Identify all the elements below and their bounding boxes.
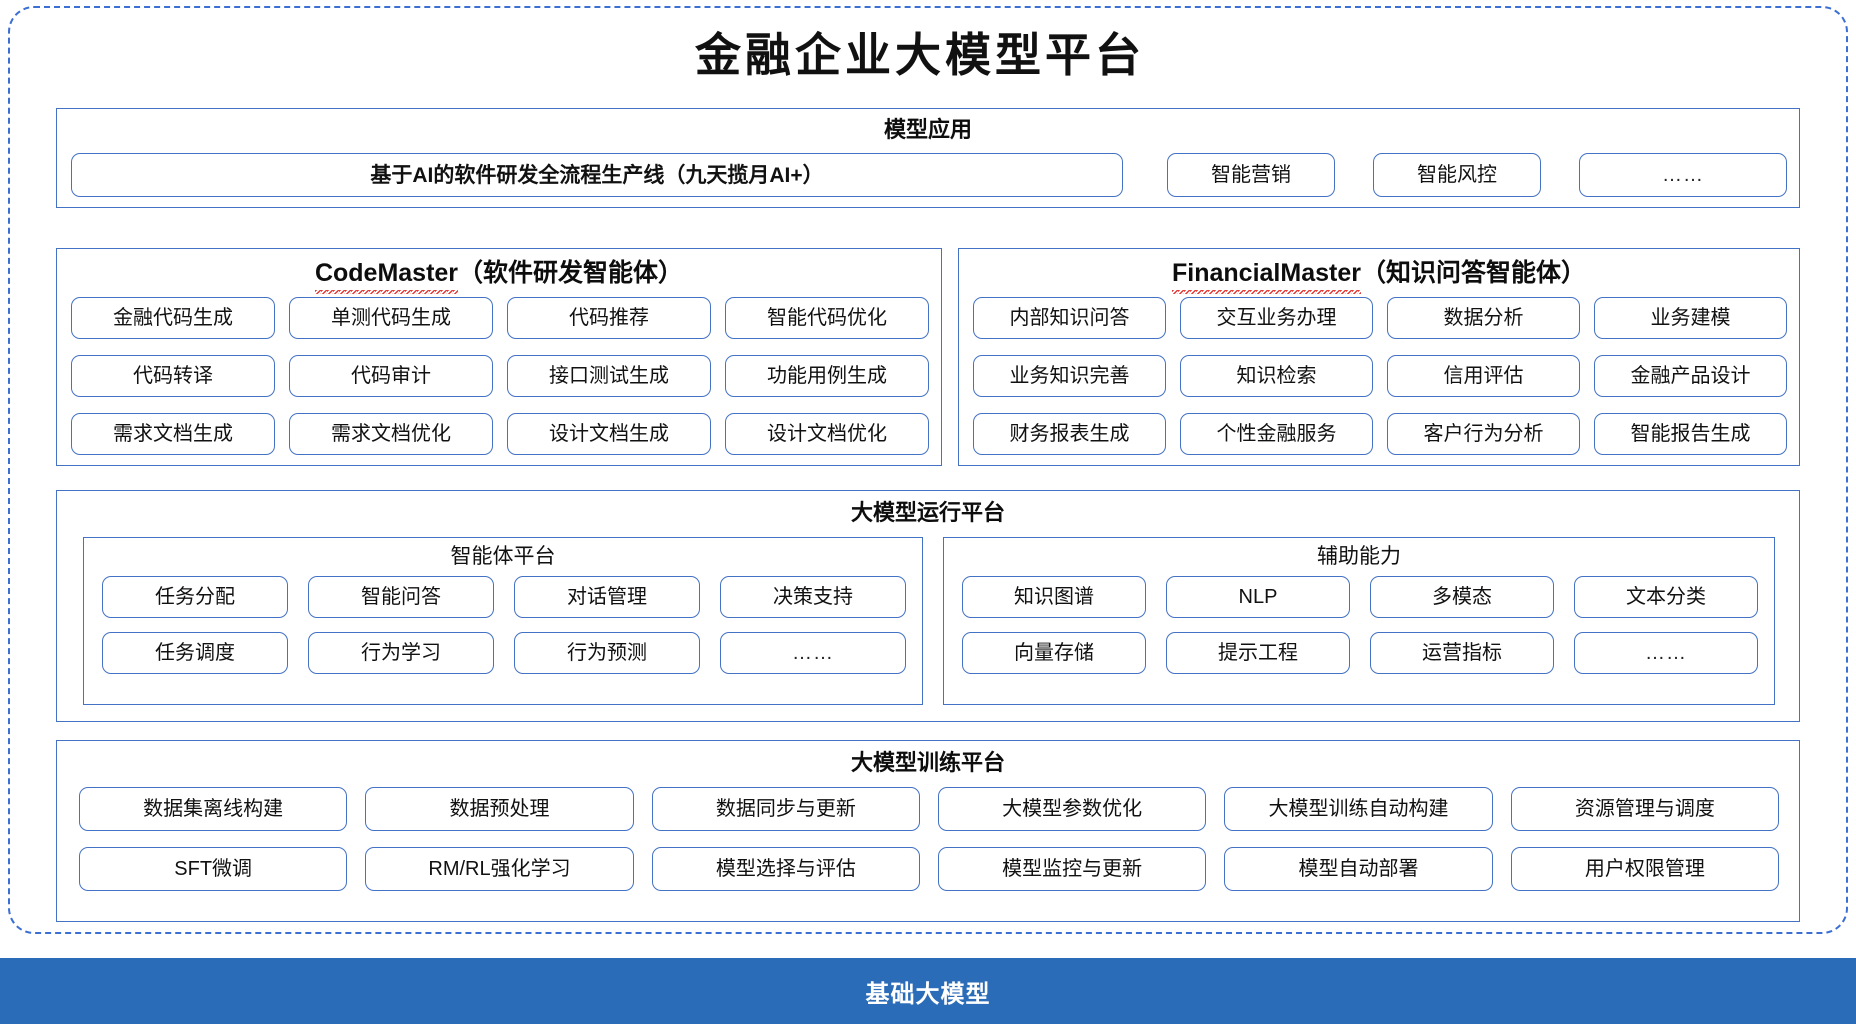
subsection-agent-platform: 智能体平台 任务分配 智能问答 对话管理 决策支持 任务调度 行为学习 行为预测…: [83, 537, 923, 705]
agent-platform-grid: 任务分配 智能问答 对话管理 决策支持 任务调度 行为学习 行为预测 ……: [102, 576, 906, 674]
agent-platform-item[interactable]: 任务调度: [102, 632, 288, 674]
section-title-financial-master: FinancialMaster（知识问答智能体）: [959, 256, 1799, 294]
code-master-item[interactable]: 代码审计: [289, 355, 493, 397]
training-item[interactable]: 用户权限管理: [1510, 847, 1779, 891]
section-code-master: CodeMaster（软件研发智能体） 金融代码生成 单测代码生成 代码推荐 智…: [56, 248, 942, 466]
auxiliary-item[interactable]: 运营指标: [1370, 632, 1554, 674]
section-title-model-applications: 模型应用: [883, 117, 972, 142]
code-master-item[interactable]: 需求文档优化: [289, 413, 493, 455]
agent-platform-item[interactable]: 行为预测: [514, 632, 700, 674]
auxiliary-capabilities-grid: 知识图谱 NLP 多模态 文本分类 向量存储 提示工程 运营指标 ……: [962, 576, 1758, 674]
auxiliary-item[interactable]: NLP: [1166, 576, 1350, 618]
code-master-item[interactable]: 单测代码生成: [289, 297, 493, 339]
financial-master-item[interactable]: 个性金融服务: [1180, 413, 1373, 455]
section-title-code-master: CodeMaster（软件研发智能体）: [57, 256, 941, 294]
training-item[interactable]: 大模型参数优化: [938, 787, 1207, 831]
financial-master-grid: 内部知识问答 交互业务办理 数据分析 业务建模 业务知识完善 知识检索 信用评估…: [973, 297, 1787, 455]
financial-master-item[interactable]: 业务知识完善: [973, 355, 1166, 397]
training-item[interactable]: 模型自动部署: [1224, 847, 1493, 891]
page-title: 金融企业大模型平台: [695, 28, 1145, 82]
code-master-item[interactable]: 功能用例生成: [725, 355, 929, 397]
section-model-applications: 模型应用 基于AI的软件研发全流程生产线（九天揽月AI+） 智能营销 智能风控 …: [56, 108, 1800, 208]
section-title-training-platform: 大模型训练平台: [850, 750, 1005, 775]
training-item[interactable]: 数据预处理: [365, 787, 634, 831]
auxiliary-item-more[interactable]: ……: [1574, 632, 1758, 674]
code-master-item[interactable]: 智能代码优化: [725, 297, 929, 339]
auxiliary-item[interactable]: 知识图谱: [962, 576, 1146, 618]
training-item[interactable]: 数据集离线构建: [79, 787, 348, 831]
training-platform-grid: 数据集离线构建 数据预处理 数据同步与更新 大模型参数优化 大模型训练自动构建 …: [79, 787, 1779, 891]
code-master-item[interactable]: 代码推荐: [507, 297, 711, 339]
subsection-title-auxiliary-capabilities: 辅助能力: [1317, 545, 1401, 568]
financial-master-suffix: （知识问答智能体）: [1360, 259, 1586, 287]
agent-platform-item[interactable]: 对话管理: [514, 576, 700, 618]
agent-platform-item[interactable]: 行为学习: [308, 632, 494, 674]
code-master-item[interactable]: 需求文档生成: [71, 413, 275, 455]
auxiliary-item[interactable]: 多模态: [1370, 576, 1554, 618]
training-item[interactable]: 模型监控与更新: [938, 847, 1207, 891]
section-financial-master: FinancialMaster（知识问答智能体） 内部知识问答 交互业务办理 数…: [958, 248, 1800, 466]
code-master-item[interactable]: 设计文档生成: [507, 413, 711, 455]
financial-master-item[interactable]: 信用评估: [1387, 355, 1580, 397]
section-runtime-platform: 大模型运行平台 智能体平台 任务分配 智能问答 对话管理 决策支持 任务调度 行…: [56, 490, 1800, 722]
financial-master-item[interactable]: 金融产品设计: [1594, 355, 1787, 397]
subsection-auxiliary-capabilities: 辅助能力 知识图谱 NLP 多模态 文本分类 向量存储 提示工程 运营指标 ……: [943, 537, 1775, 705]
financial-master-item[interactable]: 智能报告生成: [1594, 413, 1787, 455]
base-model-bar: 基础大模型: [0, 958, 1856, 1024]
app-pill-more[interactable]: ……: [1579, 153, 1787, 197]
app-pill-ai-pipeline[interactable]: 基于AI的软件研发全流程生产线（九天揽月AI+）: [71, 153, 1123, 197]
subsection-title-agent-platform: 智能体平台: [450, 545, 556, 568]
code-master-item[interactable]: 接口测试生成: [507, 355, 711, 397]
training-item[interactable]: 模型选择与评估: [651, 847, 920, 891]
section-title-runtime-platform: 大模型运行平台: [850, 500, 1005, 525]
financial-master-name: FinancialMaster: [1172, 256, 1361, 294]
financial-master-item[interactable]: 客户行为分析: [1387, 413, 1580, 455]
code-master-item[interactable]: 设计文档优化: [725, 413, 929, 455]
code-master-item[interactable]: 金融代码生成: [71, 297, 275, 339]
code-master-suffix: （软件研发智能体）: [458, 259, 684, 287]
financial-master-item[interactable]: 知识检索: [1180, 355, 1373, 397]
agent-platform-item-more[interactable]: ……: [720, 632, 906, 674]
agent-platform-item[interactable]: 智能问答: [308, 576, 494, 618]
code-master-item[interactable]: 代码转译: [71, 355, 275, 397]
model-applications-row: 基于AI的软件研发全流程生产线（九天揽月AI+） 智能营销 智能风控 ……: [71, 153, 1787, 197]
financial-master-item[interactable]: 内部知识问答: [973, 297, 1166, 339]
training-item[interactable]: SFT微调: [79, 847, 348, 891]
training-item[interactable]: RM/RL强化学习: [365, 847, 634, 891]
training-item[interactable]: 资源管理与调度: [1510, 787, 1779, 831]
app-pill-smart-marketing[interactable]: 智能营销: [1167, 153, 1335, 197]
code-master-grid: 金融代码生成 单测代码生成 代码推荐 智能代码优化 代码转译 代码审计 接口测试…: [71, 297, 929, 455]
training-item[interactable]: 大模型训练自动构建: [1224, 787, 1493, 831]
base-model-label: 基础大模型: [865, 980, 991, 1008]
code-master-name: CodeMaster: [314, 256, 459, 294]
financial-master-item[interactable]: 业务建模: [1594, 297, 1787, 339]
auxiliary-item[interactable]: 向量存储: [962, 632, 1146, 674]
financial-master-item[interactable]: 交互业务办理: [1180, 297, 1373, 339]
agent-platform-item[interactable]: 决策支持: [720, 576, 906, 618]
financial-master-item[interactable]: 数据分析: [1387, 297, 1580, 339]
training-item[interactable]: 数据同步与更新: [651, 787, 920, 831]
agent-platform-item[interactable]: 任务分配: [102, 576, 288, 618]
auxiliary-item[interactable]: 提示工程: [1166, 632, 1350, 674]
auxiliary-item[interactable]: 文本分类: [1574, 576, 1758, 618]
app-pill-smart-risk-control[interactable]: 智能风控: [1373, 153, 1541, 197]
financial-master-item[interactable]: 财务报表生成: [973, 413, 1166, 455]
section-training-platform: 大模型训练平台 数据集离线构建 数据预处理 数据同步与更新 大模型参数优化 大模…: [56, 740, 1800, 922]
